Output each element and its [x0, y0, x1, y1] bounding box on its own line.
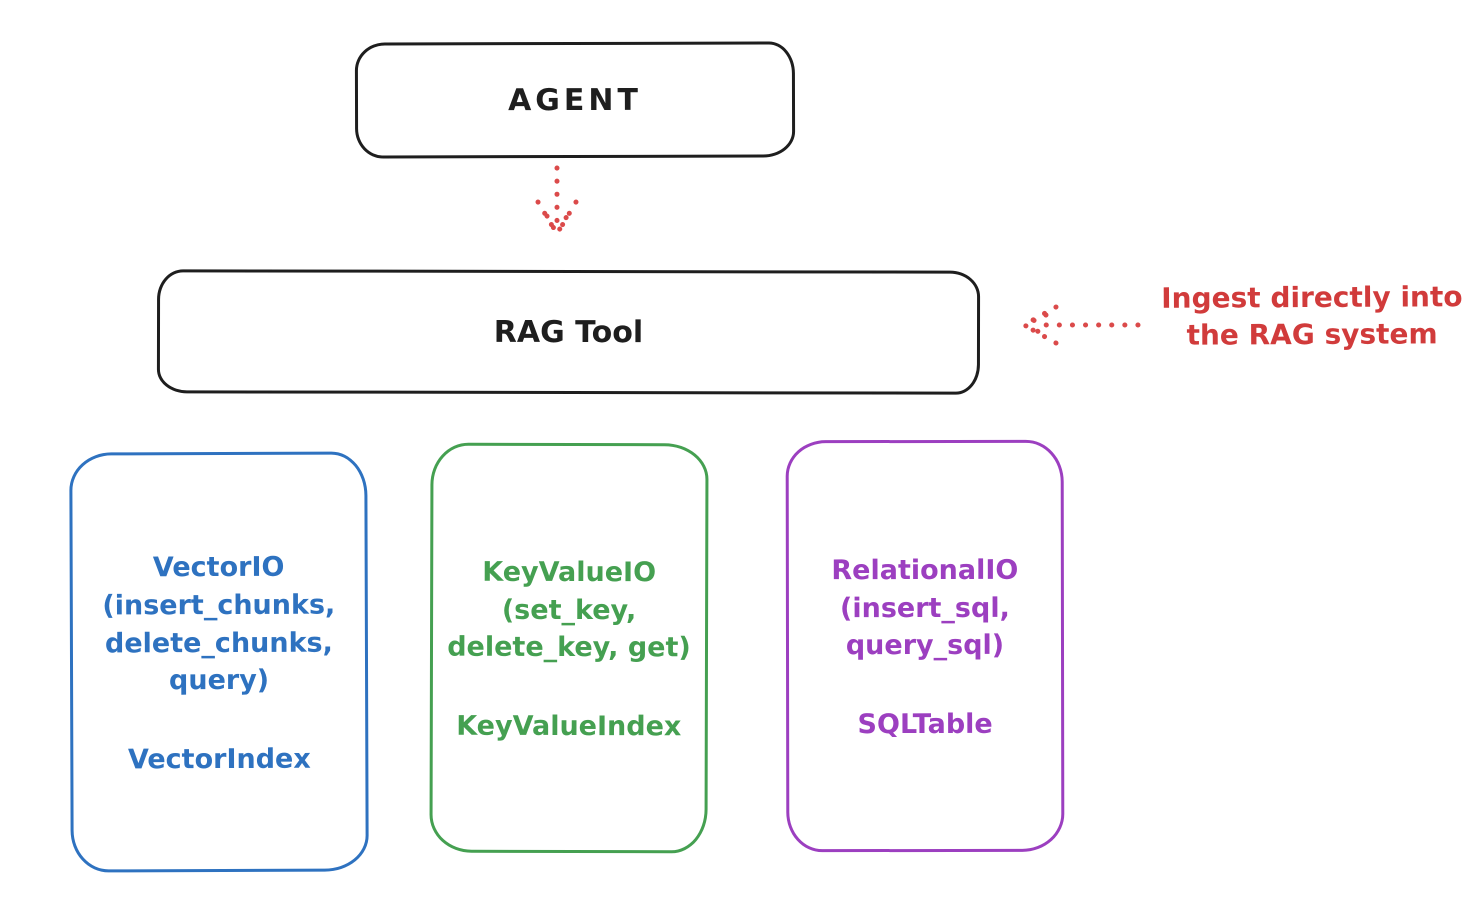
arrow-lower-wing	[1021, 322, 1059, 346]
rag-tool-box: RAG Tool	[156, 269, 981, 395]
sql-table-label: SQLTable	[857, 709, 993, 741]
dotted-arrow-annotation-to-ragtool-icon	[1017, 304, 1141, 346]
ingest-annotation-text: Ingest directly into the RAG system	[1161, 280, 1463, 352]
vector-io-box: VectorIO (insert_chunks, delete_chunks, …	[69, 451, 369, 873]
rag-tool-label: RAG Tool	[493, 314, 644, 350]
keyvalue-index-label: KeyValueIndex	[456, 710, 682, 743]
arrow-upper-wing	[1021, 304, 1059, 328]
keyvalue-io-title: KeyValueIO (set_key, delete_key, get)	[447, 556, 691, 664]
vector-index-label: VectorIndex	[127, 743, 311, 776]
dotted-arrow-agent-to-ragtool-icon	[535, 165, 579, 240]
relational-io-box: RelationalIO (insert_sql, query_sql) SQL…	[785, 439, 1065, 853]
agent-label: AGENT	[508, 82, 642, 118]
keyvalue-io-box: KeyValueIO (set_key, delete_key, get) Ke…	[429, 442, 709, 854]
arrow-inner-chevron	[1017, 312, 1049, 338]
relational-io-title: RelationalIO (insert_sql, query_sql)	[831, 554, 1019, 662]
vector-io-title: VectorIO (insert_chunks, delete_chunks, …	[102, 551, 336, 697]
agent-box: AGENT	[354, 41, 796, 159]
